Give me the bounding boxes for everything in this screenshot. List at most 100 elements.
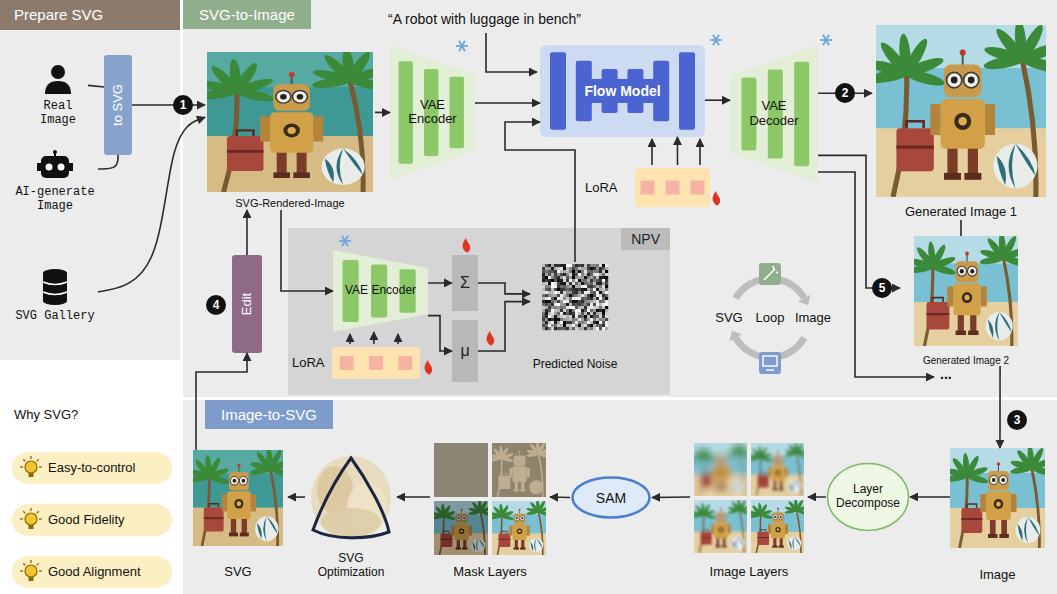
line-part [39,518,42,519]
circle-part [960,49,966,55]
rect-part [605,294,608,297]
rect-part [545,276,548,279]
rect-part [596,306,599,309]
rect-part [569,291,572,294]
rect-part [970,313,976,333]
scene-picture [174,24,406,220]
rect-part [596,264,599,267]
circle-part [993,144,1037,189]
circle-part [718,470,723,475]
rect-part [542,264,545,267]
path-part [988,312,1012,341]
rect-part [581,315,584,318]
rect-part [711,524,714,534]
rect-part [569,285,572,288]
rect-part [602,285,605,288]
rect-part [566,267,569,270]
ellipse-part [931,263,957,277]
ellipse-part [1010,465,1034,475]
circle-part [731,480,745,494]
node-label: Predicted Noise [530,358,620,372]
rect-part [563,300,566,303]
node-label: to SVG [111,84,126,126]
rect-part [578,294,581,297]
rect-part [581,327,584,330]
rect-part [560,276,563,279]
rect-part [590,297,593,300]
circle-part [516,517,518,519]
node-label: Mask Layers [430,565,550,580]
rect-part [584,264,587,267]
rect-part [548,276,551,279]
rect-part [596,279,599,282]
rect-part [587,321,590,324]
rect-part [548,279,551,282]
rect-part [560,264,563,267]
ellipse-part [208,474,230,486]
rect-part [578,291,581,294]
rect-part [527,526,530,536]
rect-part [557,267,560,270]
process-ellipse: Layer Decompose [826,462,910,532]
scene-picture [683,432,757,506]
node-label: SVG-Rendered-Image [205,197,375,210]
line-part [519,452,520,455]
rect-part [566,270,569,273]
circle-part [774,516,776,518]
path-part [530,538,542,552]
rect-part [954,283,981,315]
circle-part [720,528,723,531]
picture-graphic [900,236,1032,366]
rect-part [554,318,557,321]
rect-part [584,267,587,270]
scene-picture [175,431,301,565]
rect-part [605,309,608,312]
source-item: SVG Gallery [12,268,98,348]
rect-part [575,282,578,285]
rect-part [596,309,599,312]
line-part [238,466,239,472]
node-label: NPV [621,228,670,250]
rect-part [740,489,814,513]
circle-part [283,123,300,137]
rect-part [773,537,776,547]
rect-part [572,276,575,279]
rect-part [593,267,596,270]
rect-part [554,297,557,300]
rect-part [593,318,596,321]
node-label: Easy-to-control [48,461,135,476]
rect-part [666,181,680,195]
rect-part [572,279,575,282]
rect-part [596,327,599,330]
rect-part [521,539,524,549]
circle-part [954,113,971,130]
rect-part [593,300,596,303]
line-part [998,465,999,471]
rect-part [605,321,608,324]
rect-part [542,267,545,270]
rect-part [398,356,412,370]
ellipse-part [1030,465,1054,477]
note-text: ... [940,366,952,382]
ellipse-part [983,54,1025,72]
rect-part [557,303,560,306]
rect-part [569,300,572,303]
path-part [257,516,278,541]
rect-part [930,104,940,135]
rect-part [602,303,605,306]
circle-part [288,127,296,134]
rect-part [715,455,727,465]
node-label: SVG-to-Image [183,0,311,29]
rect-part [968,145,978,176]
rect-part [551,306,554,309]
rect-part [563,270,566,273]
line-part [30,560,31,563]
rect-part [29,473,34,477]
rect-part [596,312,599,315]
rect-part [566,264,569,267]
ellipse-part [347,75,388,92]
rect-part [771,523,785,538]
rect-part [968,331,978,335]
rect-part [498,533,510,547]
circle-part [999,476,1008,485]
